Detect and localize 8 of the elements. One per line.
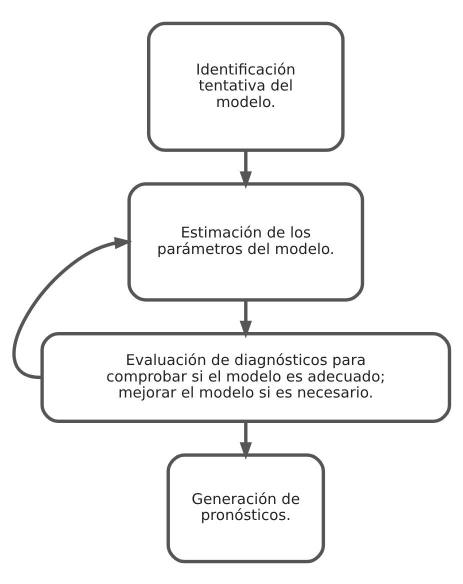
node-box: Estimación de los parámetros del modelo. [127,182,364,302]
arrow [12,236,132,379]
arrow [240,421,252,460]
arrow [240,150,252,188]
node-box: Generación de pronósticos. [166,452,326,563]
node-box: Identificación tentativa del modelo. [147,21,345,152]
node-box: Evaluación de diagnósticos para comprobar si el modelo es adecuado; mejorar el modelo si es necesario. [40,331,452,422]
arrow [240,300,252,338]
